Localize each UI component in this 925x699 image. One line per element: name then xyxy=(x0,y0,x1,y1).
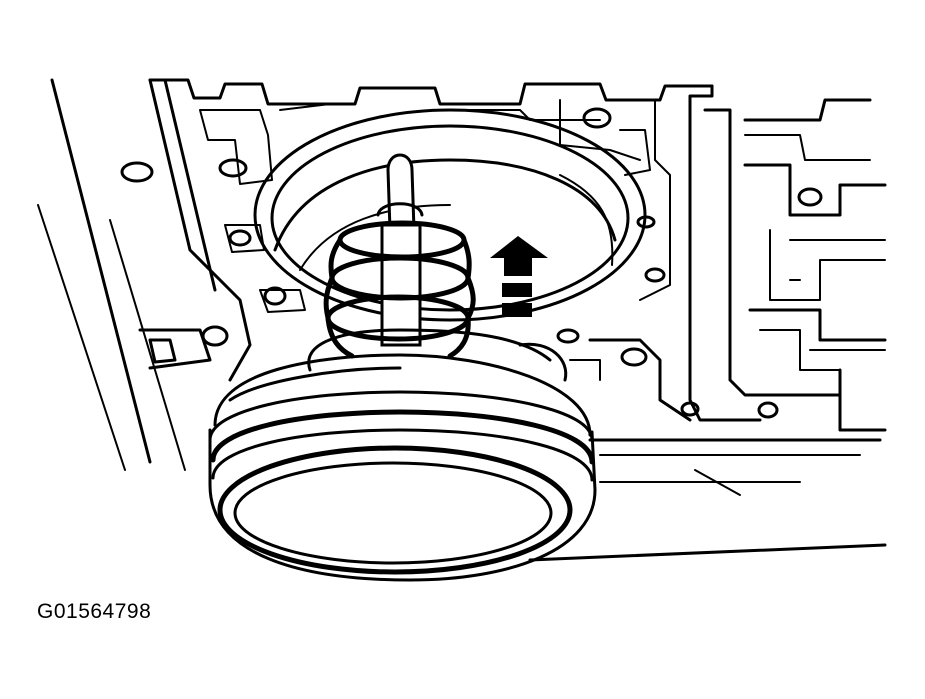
housing-edge-lines xyxy=(37,78,186,471)
piston-rod xyxy=(376,153,424,347)
valve-body-casing xyxy=(138,78,714,382)
arrow-up-icon xyxy=(490,236,548,317)
valve-body-passages xyxy=(528,84,887,562)
servo-piston xyxy=(208,328,597,582)
return-spring xyxy=(323,220,476,359)
servo-bore xyxy=(253,108,647,322)
figure-id-label: G01564798 xyxy=(37,600,152,623)
